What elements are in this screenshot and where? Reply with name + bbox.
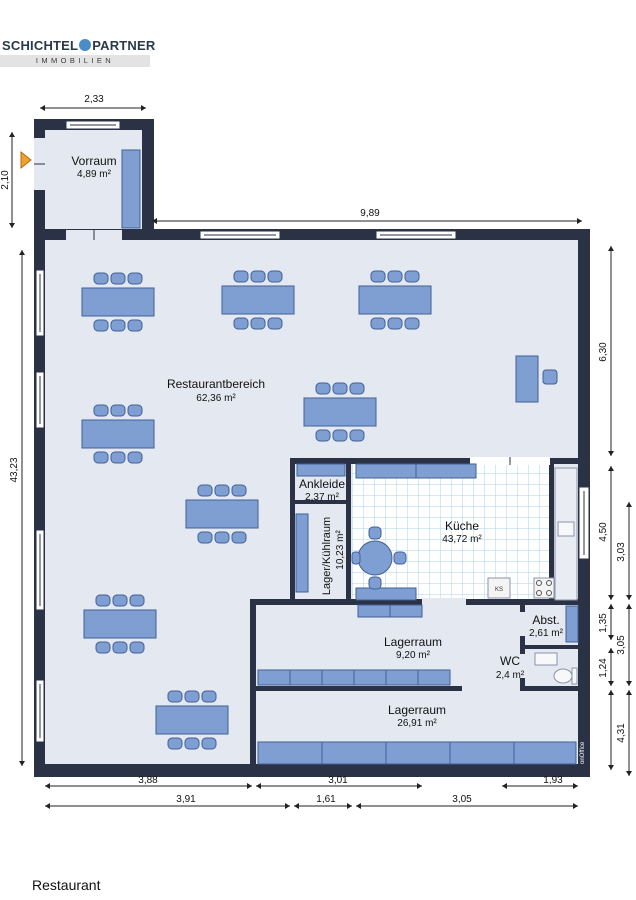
storage-shelves — [295, 463, 346, 593]
logo-bar — [0, 55, 150, 67]
dimension-labels: 2,33 2,10 9,89 43,23 6,30 4,50 3,03 1,35… — [0, 94, 627, 805]
dim-bottom2-c: 3,05 — [452, 794, 472, 805]
room-area-kueche: 43,72 m² — [442, 534, 482, 545]
dim-bottom1-c: 1,93 — [543, 775, 563, 786]
room-name-abst: Abst. — [532, 613, 559, 627]
dim-right-inner-a: 3,03 — [616, 542, 627, 562]
walls — [34, 119, 590, 777]
logo-brand-left: SCHICHTEL — [2, 38, 79, 53]
desk — [515, 355, 558, 403]
room-area-kuehlraum: 10,23 m² — [335, 530, 346, 570]
room-name-kuehlraum: Lager/Kühlraum — [321, 517, 333, 595]
room-labels: Vorraum 4,89 m² Restaurantbereich 62,36 … — [71, 154, 563, 729]
kitchen-fixtures: KS — [351, 463, 578, 601]
room-name-lager1: Lagerraum — [384, 635, 442, 649]
room-area-vorraum: 4,89 m² — [77, 169, 112, 180]
company-logo: SCHICHTEL PARTNER IMMOBILIEN — [0, 36, 155, 68]
room-area-wc: 2,4 m² — [496, 670, 525, 681]
dim-top-vorraum: 2,33 — [84, 94, 104, 105]
wc-fixtures — [534, 652, 578, 685]
logo-ampersand-icon — [79, 39, 92, 51]
dim-top-main: 9,89 — [360, 208, 380, 219]
logo-brand-right: PARTNER — [92, 38, 156, 53]
logo-brand: SCHICHTEL PARTNER — [2, 38, 155, 53]
dim-right-kitchen: 4,50 — [598, 522, 609, 542]
entrance-arrow-icon — [20, 150, 32, 170]
logo-subtitle: IMMOBILIEN — [35, 56, 115, 65]
watermark-text: onOffice — [580, 741, 586, 764]
dim-bottom2-a: 3,91 — [176, 794, 196, 805]
kitchen-tiles — [352, 462, 552, 602]
dim-left-vorraum: 2,10 — [0, 170, 11, 190]
dim-left-main: 43,23 — [9, 457, 20, 482]
dim-bottom2-b: 1,61 — [316, 794, 336, 805]
dim-right-upper: 6,30 — [598, 342, 609, 362]
dimension-lines — [11, 107, 630, 807]
room-name-wc: WC — [500, 654, 520, 668]
dim-bottom1-a: 3,88 — [138, 775, 158, 786]
dim-bottom1-b: 3,01 — [328, 775, 348, 786]
room-area-lager1: 9,20 m² — [396, 650, 431, 661]
fridge-ks-icon — [487, 577, 511, 599]
dim-right-inner-b: 3,05 — [616, 635, 627, 655]
dim-right-lower: 4,31 — [616, 723, 627, 743]
dim-right-wc: 1,24 — [598, 658, 609, 678]
room-name-restaurant: Restaurantbereich — [167, 377, 265, 391]
room-name-vorraum: Vorraum — [71, 154, 116, 168]
storage-units — [257, 604, 579, 765]
stove-icon — [533, 577, 555, 599]
room-area-abst: 2,61 m² — [529, 628, 564, 639]
room-area-ankleide: 2,37 m² — [305, 492, 340, 503]
wc-sink-icon — [534, 652, 558, 666]
room-name-lager2: Lagerraum — [388, 703, 446, 717]
room-area-lager2: 26,91 m² — [397, 718, 437, 729]
room-name-kueche: Küche — [445, 519, 479, 533]
room-area-restaurant: 62,36 m² — [196, 393, 236, 404]
toilet-icon — [553, 668, 573, 684]
door-openings — [20, 138, 550, 692]
sink-icon — [557, 521, 575, 537]
kitchen-round-table — [357, 540, 393, 576]
dim-right-abst: 1,35 — [598, 613, 609, 633]
windows — [35, 120, 590, 743]
plan-caption: Restaurant — [32, 877, 101, 893]
dimension-arrowheads — [9, 105, 632, 809]
vorraum-bench — [121, 149, 141, 229]
room-name-ankleide: Ankleide — [299, 477, 345, 491]
fridge-ks-label: KS — [495, 587, 503, 593]
